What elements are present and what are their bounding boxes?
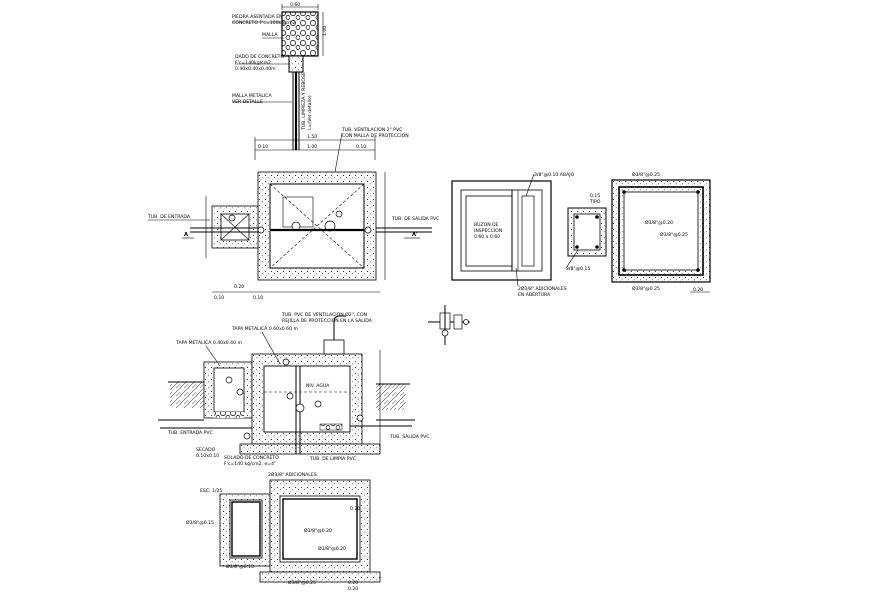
- concrete-base-label: DADO DE CONCRETO: [235, 54, 284, 60]
- drain-pipe-label: TUB. DE LIMPIA PVC: [309, 456, 356, 462]
- vent-pipe-sec-label-2: REJILLA DE PROTECCION EN LA SALIDA: [282, 318, 373, 324]
- cleaning-pipe-label: TUB. LIMPIEZA Y REBOSE: [301, 72, 307, 131]
- valve-detail: [428, 305, 470, 345]
- outlet-sec-label: TUB. SALIDA PVC: [389, 434, 429, 440]
- rebar-add-label-2: EN ABERTURA: [518, 292, 551, 298]
- cleaning-pipe-label-2: L=(Ver detalle): [307, 95, 313, 130]
- slab-detail: Ø3/8"@0.25 Ø3/8"@0.20 Ø3/8"@0.25 Ø3/8"@0…: [611, 171, 711, 293]
- dim-010d-label: 0.10: [253, 295, 263, 301]
- inspection-box-label: BUZON DE: [474, 222, 499, 228]
- concrete-fill-label: SOLADO DE CONCRETO: [224, 455, 279, 461]
- rebar-b1-label: Ø3/8"@0.15: [186, 519, 214, 526]
- col-type-label: TIPO: [589, 199, 601, 205]
- dry-fill-label: SECADO: [196, 447, 216, 453]
- slab-rebar4-label: Ø3/8"@0.25: [632, 285, 660, 292]
- dim-020-label: 0.20: [234, 284, 244, 290]
- dry-fill-label-2: 0.10x0.10: [196, 453, 219, 459]
- vent-pipe-label: TUB. VENTILACION 2" PVC: [341, 127, 402, 133]
- rebar-b3-label: Ø3/8"@0.20: [318, 545, 346, 552]
- rebar-b4-label: Ø3/8"@0.15: [226, 563, 254, 570]
- slab-rebar1-label: Ø3/8"@0.25: [632, 171, 660, 178]
- rebar-top-label: 3/8"@0.10 ABAJO: [534, 172, 575, 178]
- dim-010b-label: 0.10: [356, 144, 366, 150]
- stone-wall-label: PIEDRA ASENTADA EN: [232, 14, 283, 20]
- lid-detail: BUZON DE INSPECCION 0.60 x 0.60 3/8"@0.1…: [451, 172, 575, 298]
- rebar-add-b-label: 2Ø3/8" ADICIONALES: [268, 471, 317, 478]
- vent-pipe-label-2: CON MALLA DE PROTECCION: [342, 133, 409, 139]
- wire-mesh-label-2: VER DETALLE: [232, 99, 263, 105]
- col-rebar-label: 3/8"@0.15: [566, 266, 590, 272]
- dim-010c-label: 0.10: [214, 295, 224, 301]
- stone-wall-label-2: CONCRETO F'c=100kg/cm2: [232, 20, 296, 26]
- wire-mesh-label: MALLA METALICA: [232, 93, 273, 99]
- rebar-b5-label: Ø3/8"@0.25: [288, 579, 316, 586]
- concrete-base-label-2: F'c=140kg/cm2: [235, 60, 271, 66]
- scale-label: ESC: 1/25: [200, 488, 222, 494]
- inlet-sec-label: TUB. ENTRADA PVC: [167, 430, 213, 436]
- section-aa: TUB. PVC DE VENTILACION Ø2", CON REJILLA…: [158, 311, 429, 467]
- concrete-fill-label-2: F'c=140 kg/cm2. e=4": [224, 461, 276, 467]
- column-detail: 0.15 TIPO 3/8"@0.15: [565, 193, 607, 272]
- section-a-label: A: [184, 232, 188, 238]
- dim-020d-label: 0.20: [348, 586, 358, 592]
- inspection-box-label-2: INSPECCION: [474, 228, 502, 234]
- outlet-pipe-label: TUB. DE SALIDA PVC: [391, 216, 439, 222]
- plan-view: 1.50 0.10 1.00 0.10 A A' TUB. DE ENT: [147, 134, 439, 301]
- inlet-pipe-label: TUB. DE ENTRADA: [147, 214, 191, 220]
- dim-100-label: 1.00: [307, 144, 317, 150]
- rebar-b2-label: Ø3/8"@0.20: [304, 527, 332, 534]
- inspection-box-label-3: 0.60 x 0.60: [474, 234, 500, 240]
- rebar-add-label: 2Ø3/8" ADICIONALES: [518, 285, 567, 292]
- fence-label: MALLA: [262, 32, 278, 38]
- top-height-label: 1.00: [322, 26, 328, 36]
- top-width-label: 0.60: [290, 2, 300, 8]
- vent-pipe-detail: 0.60 1.00 PIEDRA ASENTADA EN CONCRETO F'…: [232, 2, 409, 201]
- section-a2-label: A': [412, 232, 418, 238]
- dim-150-label: 1.50: [307, 134, 317, 140]
- dim-010a-label: 0.10: [258, 144, 268, 150]
- slab-rebar2-label: Ø3/8"@0.20: [645, 219, 673, 226]
- concrete-base-label-3: 0.40x0.40x0.40m: [235, 66, 276, 72]
- metal-lid-label: TAPA METALICA 0.60x0.60 m: [231, 326, 298, 332]
- slab-dim-label: 0.20: [693, 287, 703, 293]
- dim-020b-label: 0.20: [350, 506, 360, 512]
- slab-rebar3-label: Ø3/8"@0.25: [660, 231, 688, 238]
- vent-pipe-sec-label: TUB. PVC DE VENTILACION Ø2", CON: [281, 311, 367, 318]
- col-width-label: 0.15: [590, 193, 600, 199]
- water-level-label: NIV. AGUA: [306, 383, 330, 389]
- metal-lid-label-2: TAPA METALICA 0.40x0.40 m: [175, 340, 242, 346]
- rebar-section: 2Ø3/8" ADICIONALES ESC: 1/25 Ø3/8"@0.15 …: [186, 471, 381, 592]
- dim-020c-label: 0.20: [348, 580, 358, 586]
